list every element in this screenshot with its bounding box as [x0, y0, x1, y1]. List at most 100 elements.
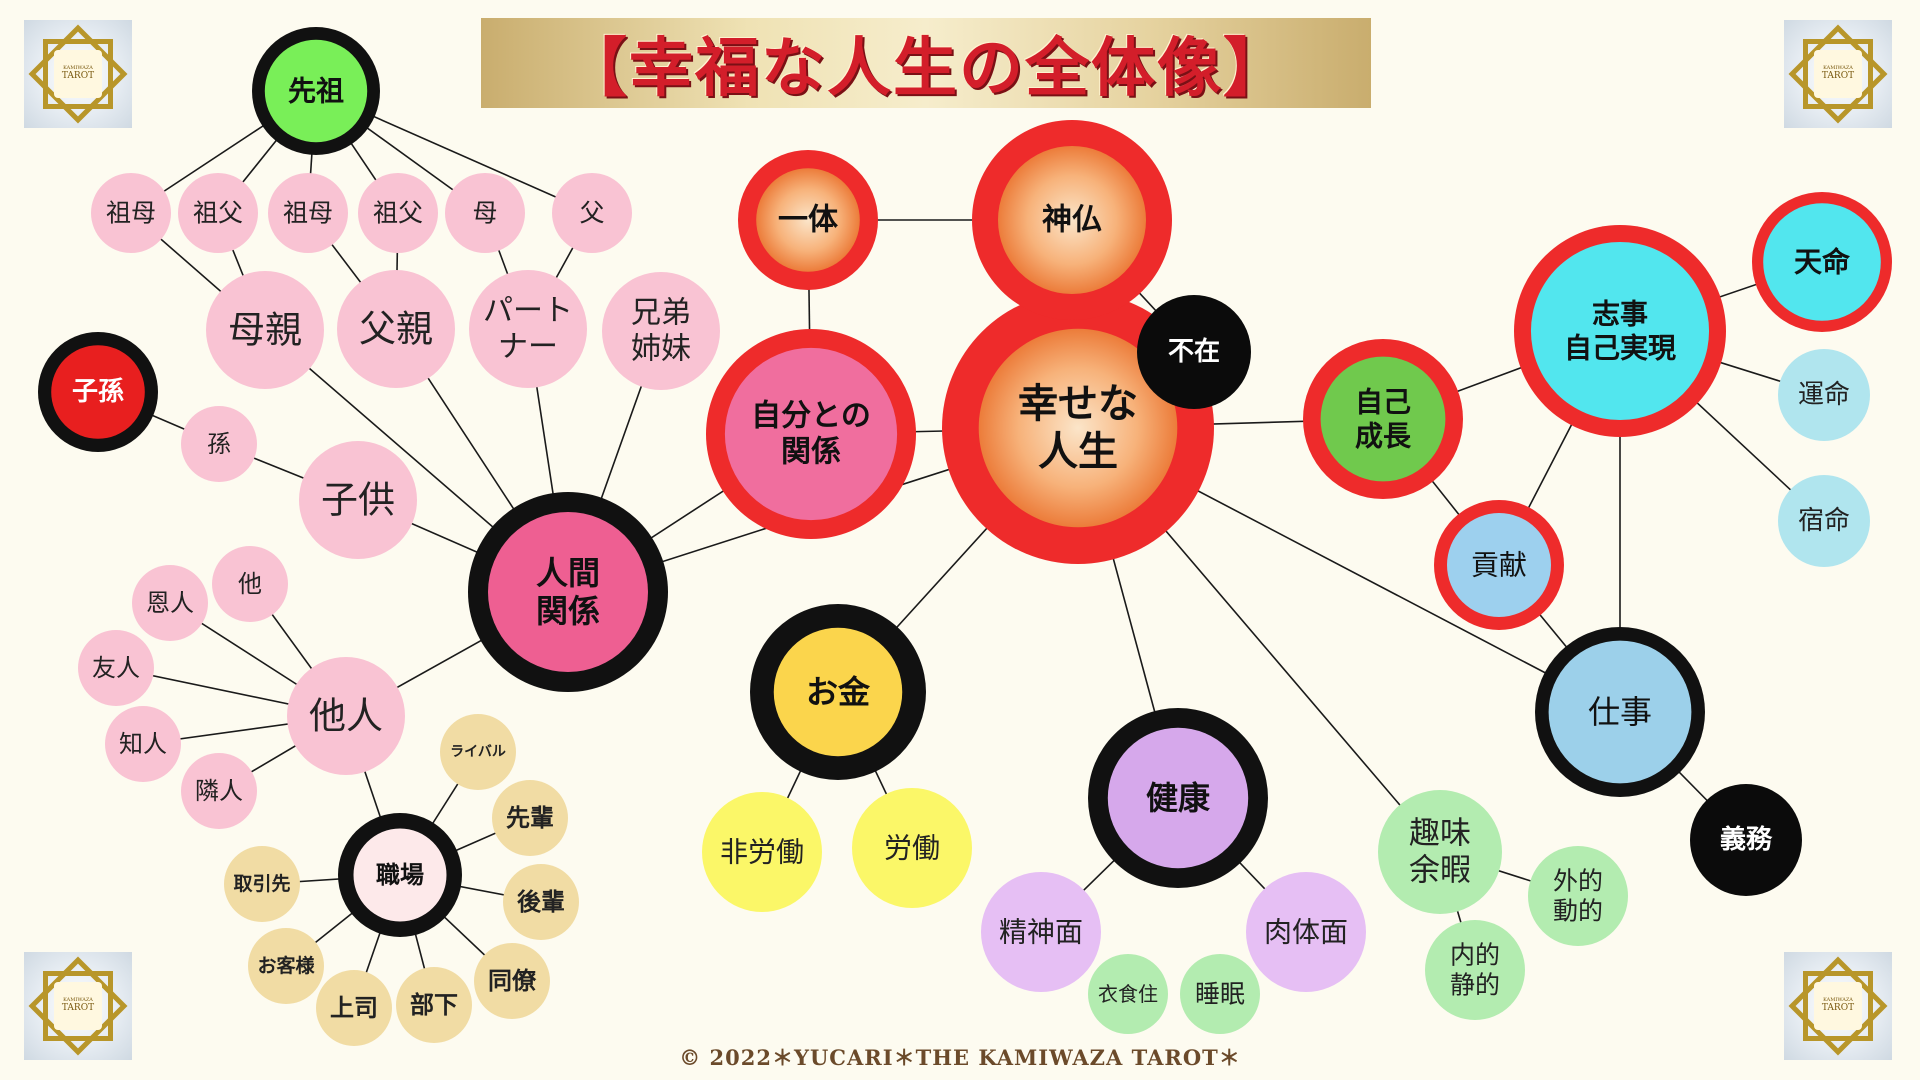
node-doryo: 同僚 [474, 943, 550, 1019]
node-circle [299, 441, 417, 559]
logo-text-2: TAROT [61, 1002, 95, 1013]
node-label-hahaoya: 母親 [228, 309, 302, 352]
node-circle [287, 657, 405, 775]
node-label-shumi: 余暇 [1409, 853, 1471, 889]
node-label-jibun: 自分との [751, 399, 871, 434]
node-label-torihiki: 取引先 [233, 872, 290, 895]
node-label-rinjin: 隣人 [195, 777, 243, 805]
node-seishin: 精神面 [981, 872, 1101, 992]
node-circle [105, 706, 181, 782]
node-circle [51, 345, 145, 439]
node-label-ishokuju: 衣食住 [1098, 982, 1158, 1006]
node-label-ittai: 一体 [778, 203, 839, 238]
node-circle [1530, 241, 1710, 421]
node-label-ta: 他 [238, 570, 262, 598]
node-label-senpai: 先輩 [506, 804, 554, 832]
node-circle [492, 780, 568, 856]
node-label-buka: 部下 [410, 991, 458, 1019]
node-circle [396, 967, 472, 1043]
node-buka: 部下 [396, 967, 472, 1043]
node-circle [1107, 727, 1249, 869]
node-suimin: 睡眠 [1180, 954, 1260, 1034]
node-circle [181, 406, 257, 482]
node-shigoto: 仕事 [1535, 627, 1705, 797]
node-label-shukumei: 宿命 [1798, 506, 1850, 536]
node-nikutai: 肉体面 [1246, 872, 1366, 992]
node-shokuba: 職場 [338, 813, 462, 937]
node-sofu2: 祖父 [358, 173, 438, 253]
node-label-center: 人生 [1038, 429, 1118, 475]
node-circle [132, 565, 208, 641]
node-layer: 幸せな人生神仏一体不在自分との関係人間関係お金非労働労働健康精神面肉体面衣食住睡… [38, 27, 1892, 1046]
logo-text-1: KAMIWAZA [1823, 65, 1853, 72]
node-circle [756, 168, 860, 272]
node-circle [724, 347, 898, 521]
node-circle [440, 714, 516, 790]
node-label-gimu: 義務 [1720, 825, 1773, 855]
node-sofu1: 祖父 [178, 173, 258, 253]
node-label-gaiteki: 動的 [1553, 897, 1603, 926]
node-circle [1088, 954, 1168, 1034]
node-label-tanin: 他人 [309, 695, 383, 738]
node-label-shiji: 志事 [1592, 298, 1648, 331]
node-chichi: 父 [552, 173, 632, 253]
logo-text-1: KAMIWAZA [63, 65, 93, 72]
node-circle [212, 546, 288, 622]
node-label-hirodo: 非労働 [720, 836, 804, 869]
logo-text-1: KAMIWAZA [1823, 997, 1853, 1004]
node-chijin: 知人 [105, 706, 181, 782]
node-label-shokuba: 職場 [376, 861, 424, 889]
node-circle [1778, 475, 1870, 567]
node-label-sobo2: 祖母 [283, 199, 333, 228]
logo-text-2: TAROT [1821, 70, 1855, 81]
node-ta: 他 [212, 546, 288, 622]
node-label-ningen: 人間 [536, 554, 600, 592]
node-label-kohai: 後輩 [517, 888, 565, 916]
node-label-partner: パート [483, 294, 573, 329]
node-torihiki: 取引先 [224, 846, 300, 922]
node-circle [1690, 784, 1802, 896]
node-label-center: 幸せな [1018, 381, 1138, 427]
node-circle [268, 173, 348, 253]
node-label-shiji: 自己実現 [1564, 331, 1676, 364]
node-label-doryo: 同僚 [488, 967, 537, 995]
node-label-naiteki: 内的 [1450, 941, 1500, 970]
node-label-jikoseicho: 自己 [1355, 386, 1411, 419]
node-shison: 子孫 [38, 332, 158, 452]
node-ittai: 一体 [738, 150, 878, 290]
node-senzo: 先祖 [252, 27, 380, 155]
node-sobo1: 祖母 [91, 173, 171, 253]
node-circle [469, 270, 587, 388]
node-label-kouken: 貢献 [1471, 549, 1527, 582]
node-circle [78, 630, 154, 706]
node-shukumei: 宿命 [1778, 475, 1870, 567]
node-circle [1425, 920, 1525, 1020]
node-label-okyaku: お客様 [257, 954, 315, 977]
node-okyaku: お客様 [248, 928, 324, 1004]
node-circle [1320, 356, 1446, 482]
node-label-shinbutsu: 神仏 [1042, 203, 1102, 238]
node-circle [264, 39, 368, 143]
node-circle [1246, 872, 1366, 992]
node-unmei: 運命 [1778, 349, 1870, 441]
node-label-sofu1: 祖父 [193, 199, 243, 228]
node-label-ningen: 関係 [536, 592, 600, 630]
node-okane: お金 [750, 604, 926, 780]
node-label-shison: 子孫 [72, 377, 124, 407]
node-label-sofu2: 祖父 [373, 199, 423, 228]
node-circle [978, 328, 1178, 528]
logo-text-1: KAMIWAZA [63, 997, 93, 1004]
node-circle [773, 627, 903, 757]
node-label-okane: お金 [806, 673, 871, 711]
node-haha: 母 [445, 173, 525, 253]
node-circle [1528, 846, 1628, 946]
node-circle [852, 788, 972, 908]
node-label-jibun: 関係 [781, 435, 841, 470]
node-senpai: 先輩 [492, 780, 568, 856]
node-label-rival: ライバル [450, 744, 506, 760]
